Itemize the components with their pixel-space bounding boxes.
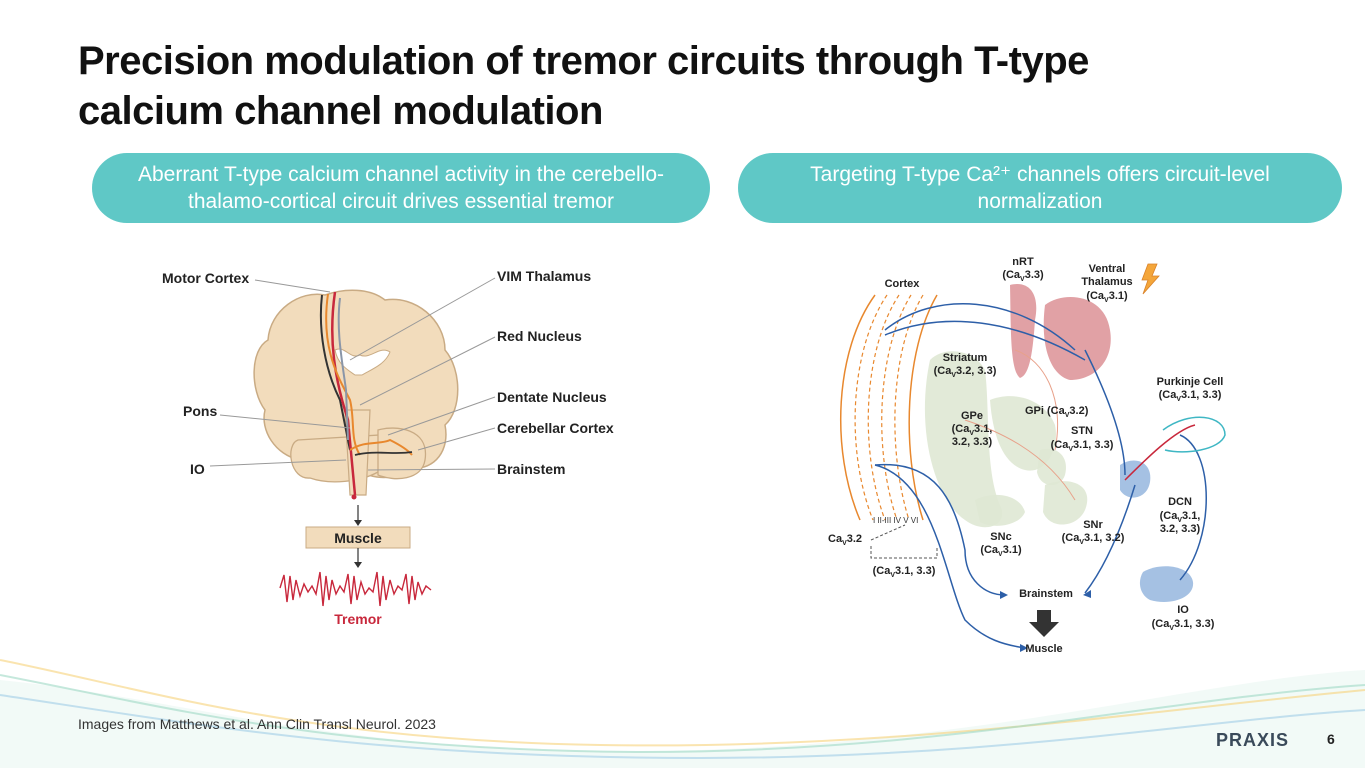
label-striatum: Striatum <box>943 352 988 364</box>
label-cerebellar-cortex: Cerebellar Cortex <box>497 420 614 436</box>
label-purkinje: Purkinje Cell <box>1157 376 1224 388</box>
tremor-trace <box>279 571 432 607</box>
decorative-waves <box>0 659 1365 768</box>
t-type-channel-circuit-diagram: Cortex nRT (CaV3.3) Ventral Thalamus (Ca… <box>828 256 1226 655</box>
page-title: Precision modulation of tremor circuits … <box>78 39 1089 133</box>
label-brainstem: Brainstem <box>1019 588 1073 600</box>
label-muscle: Muscle <box>334 530 382 546</box>
label-gpi: GPi (CaV3.2) <box>1025 405 1089 419</box>
left-panel-header: Aberrant T-type calcium channel activity… <box>92 153 710 223</box>
label-tremor: Tremor <box>334 611 382 627</box>
stn-region <box>1037 448 1066 486</box>
page-number: 6 <box>1327 731 1335 747</box>
label-gpe: GPe <box>961 410 983 422</box>
label-dcn-channel-1: (CaV3.1, <box>1160 510 1201 524</box>
label-nrt: nRT <box>1012 256 1034 268</box>
snr-region <box>1043 481 1088 525</box>
brain-illustration <box>253 289 459 500</box>
label-stn: STN <box>1071 425 1093 437</box>
label-dcn-channel-2: 3.2, 3.3) <box>1160 523 1201 535</box>
label-vim-thalamus: VIM Thalamus <box>497 268 591 284</box>
source-citation: Images from Matthews et al. Ann Clin Tra… <box>78 716 436 732</box>
nrt-region <box>1010 284 1037 378</box>
label-brainstem: Brainstem <box>497 461 565 477</box>
label-io-channel: (CaV3.1, 3.3) <box>1152 618 1215 632</box>
label-gpe-channel-1: (CaV3.1, <box>952 423 993 437</box>
label-cortex: Cortex <box>885 278 921 290</box>
label-ventral-thalamus-channel: (CaV3.1) <box>1086 290 1128 304</box>
io-region <box>1139 566 1194 602</box>
label-cortex-layers: I II-III IV V VI <box>873 516 918 525</box>
label-motor-cortex: Motor Cortex <box>162 270 249 286</box>
ventral-thalamus-region <box>1043 297 1111 380</box>
label-snc: SNc <box>990 531 1011 543</box>
label-striatum-channel: (CaV3.2, 3.3) <box>934 365 997 379</box>
label-stn-channel: (CaV3.1, 3.3) <box>1051 439 1114 453</box>
label-gpe-channel-2: 3.2, 3.3) <box>952 436 993 448</box>
label-thalamus: Thalamus <box>1081 276 1132 288</box>
label-cortex-channel: (CaV3.1, 3.3) <box>873 565 936 579</box>
snc-region <box>975 494 1025 526</box>
label-snc-channel: (CaV3.1) <box>980 544 1022 558</box>
gp-region <box>990 396 1056 471</box>
down-arrow-icon <box>1029 610 1059 637</box>
striatum-region <box>924 351 1003 528</box>
label-dentate-nucleus: Dentate Nucleus <box>497 389 607 405</box>
label-purkinje-channel: (CaV3.1, 3.3) <box>1159 389 1222 403</box>
right-panel-header: Targeting T-type Ca²⁺ channels offers ci… <box>738 153 1342 223</box>
tremor-circuit-diagram: Motor Cortex Pons IO VIM Thalamus Red Nu… <box>162 268 614 627</box>
label-red-nucleus: Red Nucleus <box>497 328 582 344</box>
label-snr: SNr <box>1083 519 1103 531</box>
lightning-icon <box>1141 263 1160 295</box>
label-dcn: DCN <box>1168 496 1192 508</box>
label-cav32: CaV3.2 <box>828 533 862 547</box>
label-pons: Pons <box>183 403 217 419</box>
label-snr-channel: (CaV3.1, 3.2) <box>1062 532 1125 546</box>
cortex-layers <box>839 294 938 521</box>
label-io: IO <box>190 461 205 477</box>
label-ventral: Ventral <box>1089 263 1126 275</box>
praxis-logo: PRAXIS <box>1216 730 1289 750</box>
dcn-region <box>1120 460 1151 498</box>
label-io: IO <box>1177 604 1189 616</box>
label-nrt-channel: (CaV3.3) <box>1002 269 1044 283</box>
label-muscle: Muscle <box>1025 643 1062 655</box>
svg-text:PRAXIS: PRAXIS <box>1216 730 1289 750</box>
